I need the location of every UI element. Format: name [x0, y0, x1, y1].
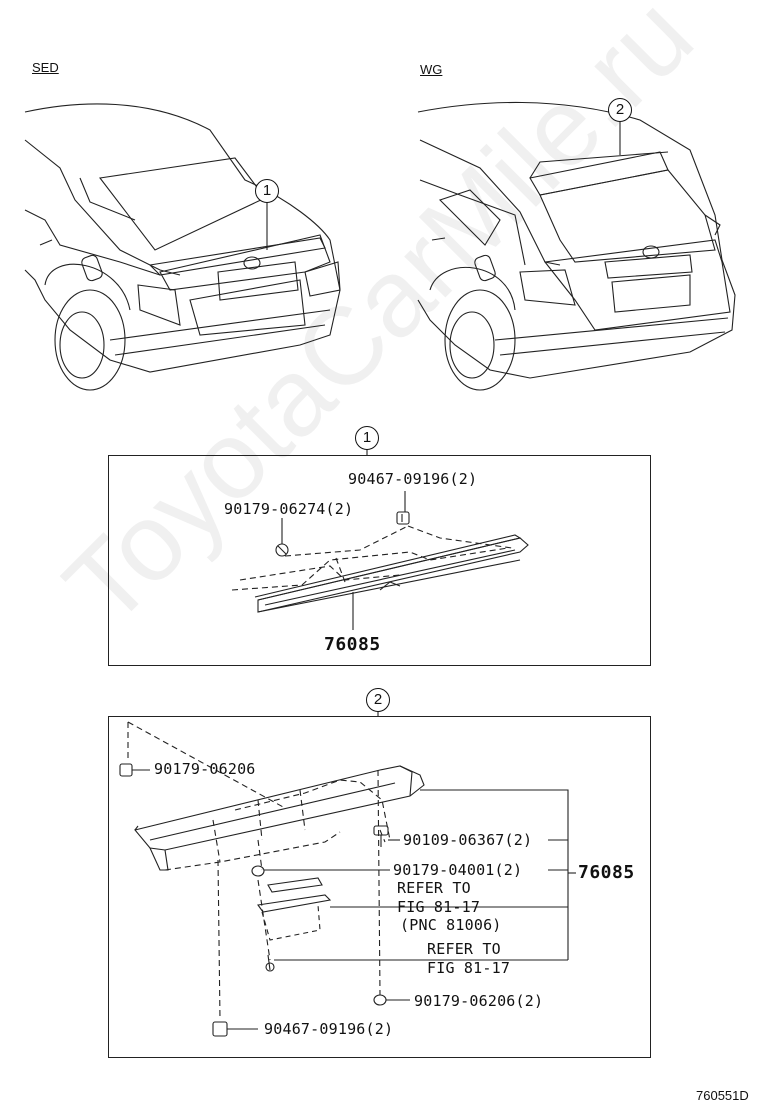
detail-1-callout: 1	[355, 426, 379, 450]
sedan-callout-1: 1	[255, 179, 279, 203]
wagon-tag: WG	[420, 62, 443, 77]
detail-1-part-90179: 90179-06274(2)	[224, 500, 354, 518]
wagon-callout-2: 2	[608, 98, 632, 122]
detail-2-assembly-bracket	[420, 789, 569, 960]
sedan-illustration	[24, 103, 341, 391]
detail-2-part-90109-06367: 90109-06367(2)	[403, 831, 533, 849]
detail-2-callout: 2	[366, 688, 390, 712]
detail-2-part-90179-06206: 90179-06206	[154, 760, 256, 778]
detail-2-frame	[108, 716, 651, 1058]
detail-2-refer-to-1: REFER TO	[397, 879, 471, 897]
detail-2-part-90179-06206-2: 90179-06206(2)	[414, 992, 544, 1010]
detail-2-assembly-76085: 76085	[578, 862, 635, 883]
figure-code: 760551D	[696, 1088, 749, 1103]
detail-1-part-76085: 76085	[324, 634, 381, 655]
sedan-tag: SED	[32, 60, 59, 75]
detail-2-pnc-ref: (PNC 81006)	[400, 916, 502, 934]
detail-2-fig-ref-2: FIG 81-17	[427, 959, 511, 977]
detail-2-drawing	[119, 711, 576, 1037]
detail-2-refer-to-2: REFER TO	[427, 940, 501, 958]
wagon-illustration	[417, 101, 736, 391]
detail-1-frame	[108, 455, 651, 666]
detail-2-part-90467-09196: 90467-09196(2)	[264, 1020, 394, 1038]
detail-1-part-90467: 90467-09196(2)	[348, 470, 478, 488]
detail-2-part-90179-04001: 90179-04001(2)	[393, 861, 523, 879]
detail-2-fig-ref-1: FIG 81-17	[397, 898, 481, 916]
detail-1-drawing	[231, 449, 529, 630]
